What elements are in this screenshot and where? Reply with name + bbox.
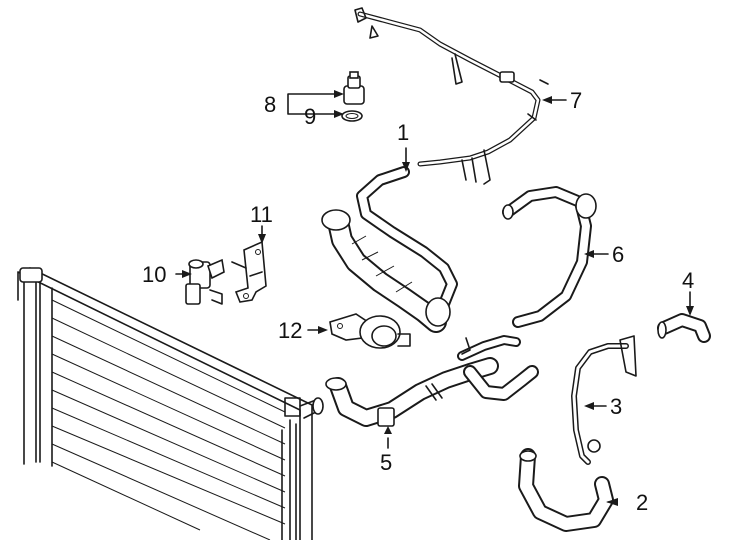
part-1-upper-hose — [321, 166, 458, 333]
callout-4: 4 — [682, 268, 694, 293]
part-9-o-ring — [341, 110, 363, 122]
callout-10: 10 — [142, 262, 166, 287]
callout-5: 5 — [380, 450, 392, 475]
part-5-hose-assembly — [325, 335, 539, 427]
callout-leaders — [175, 90, 694, 506]
part-7-vent-hose — [354, 7, 549, 185]
part-11-bracket — [231, 240, 267, 303]
radiator — [17, 267, 324, 540]
callout-3: 3 — [610, 394, 622, 419]
part-4-hose — [657, 313, 711, 343]
callout-6: 6 — [612, 242, 624, 267]
callout-2: 2 — [636, 490, 648, 515]
part-6-hose — [502, 186, 597, 328]
callout-12: 12 — [278, 318, 302, 343]
part-2-hose — [518, 448, 614, 532]
part-10-valve — [185, 258, 225, 305]
callout-7: 7 — [570, 88, 582, 113]
callout-1: 1 — [397, 120, 409, 145]
callout-8: 8 — [264, 92, 276, 117]
part-3-pipe — [571, 335, 637, 465]
callout-11: 11 — [250, 202, 273, 227]
part-8-filler-cap — [343, 71, 365, 105]
part-12-auxiliary-pump — [329, 313, 411, 349]
callout-9: 9 — [304, 104, 316, 129]
